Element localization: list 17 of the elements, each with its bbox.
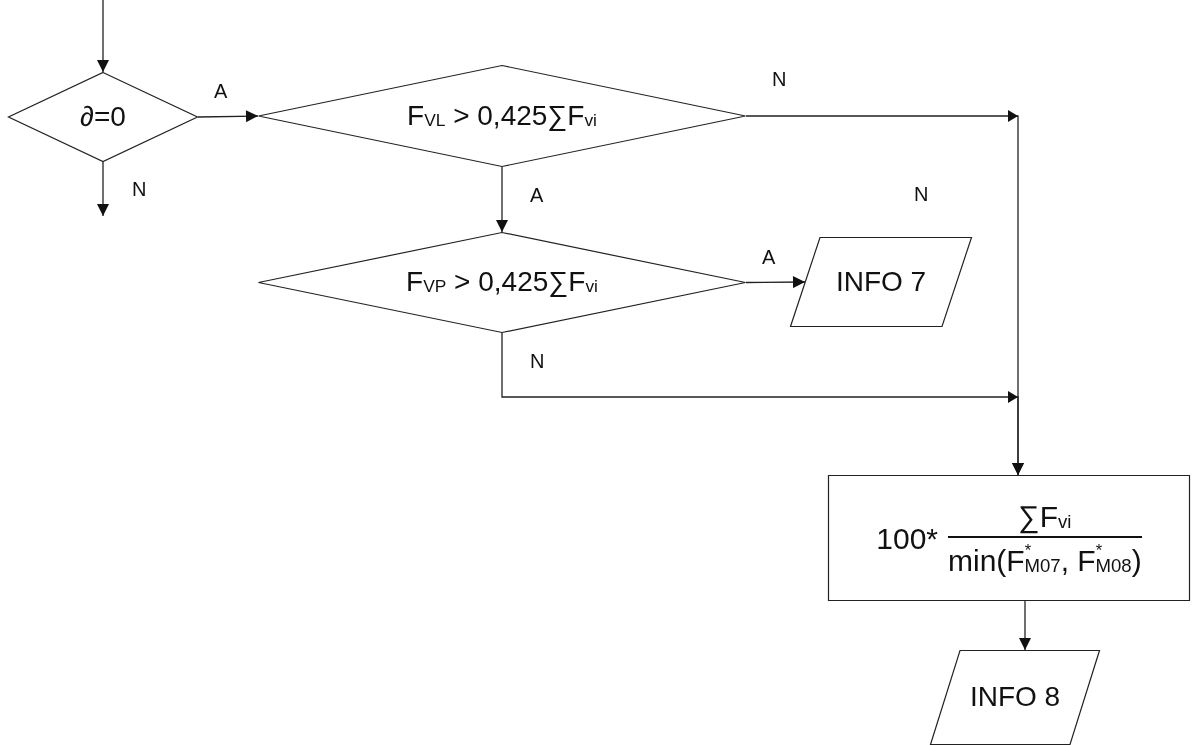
arrow	[496, 166, 508, 233]
io-parallelogram	[790, 237, 972, 327]
decision-diamond	[258, 232, 746, 333]
arrow	[1019, 600, 1031, 651]
node-label: ∂=0	[80, 101, 126, 133]
arrow	[97, 0, 109, 73]
arrow	[197, 110, 259, 123]
arrow	[501, 332, 1024, 476]
decision-diamond	[8, 72, 198, 162]
process-box	[828, 475, 1190, 601]
io-parallelogram	[930, 650, 1100, 745]
decision-diamond	[258, 65, 746, 167]
node-label: INFO 8	[969, 682, 1061, 713]
formula-text: 100*	[876, 521, 939, 555]
arrow	[745, 276, 806, 289]
arrow	[97, 161, 109, 217]
node-label: INFO 7	[835, 266, 927, 298]
